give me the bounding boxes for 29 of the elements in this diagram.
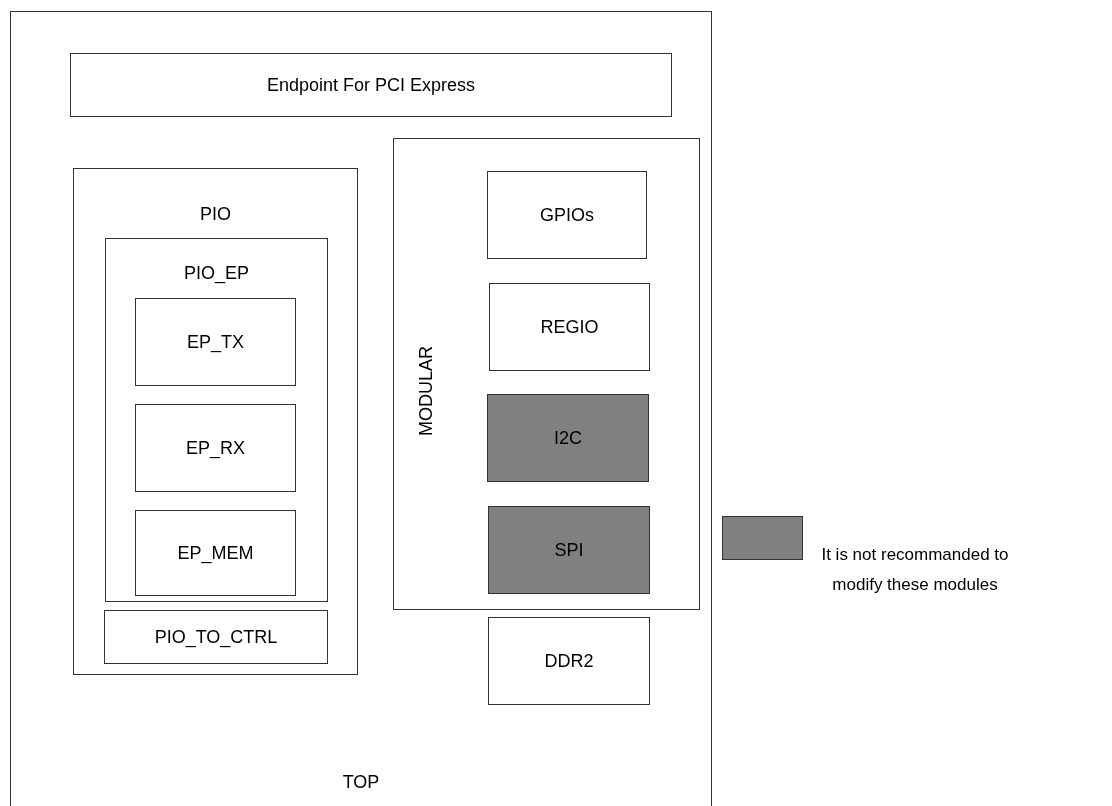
module-box: [70, 53, 672, 117]
module-label: GPIOs: [540, 206, 594, 224]
module-box: [489, 283, 650, 371]
module-label: DDR2: [544, 652, 594, 670]
module-label: TOP: [342, 773, 380, 791]
module-box: [135, 404, 296, 492]
legend-text: It is not recommanded to modify these modules: [820, 544, 1010, 596]
module-label: MODULAR: [417, 346, 435, 436]
shaded-module-box: [487, 394, 649, 482]
module-label: EP_MEM: [177, 544, 254, 562]
module-box: [135, 298, 296, 386]
module-label: EP_TX: [187, 333, 244, 351]
module-box: [73, 168, 358, 675]
module-label: REGIO: [540, 318, 599, 336]
module-label: SPI: [554, 541, 584, 559]
module-box: [135, 510, 296, 596]
module-label: PIO_EP: [184, 264, 249, 282]
module-label: PIO: [200, 205, 231, 223]
module-box: [488, 617, 650, 705]
module-label: I2C: [554, 429, 582, 447]
module-label: Endpoint For PCI Express: [266, 76, 476, 94]
module-label: EP_RX: [186, 439, 245, 457]
module-box: [10, 11, 712, 806]
shaded-module-box: [488, 506, 650, 594]
module-box: [393, 138, 700, 610]
module-box: [105, 238, 328, 602]
module-box: [104, 610, 328, 664]
module-box: [487, 171, 647, 259]
module-label: PIO_TO_CTRL: [154, 628, 278, 646]
